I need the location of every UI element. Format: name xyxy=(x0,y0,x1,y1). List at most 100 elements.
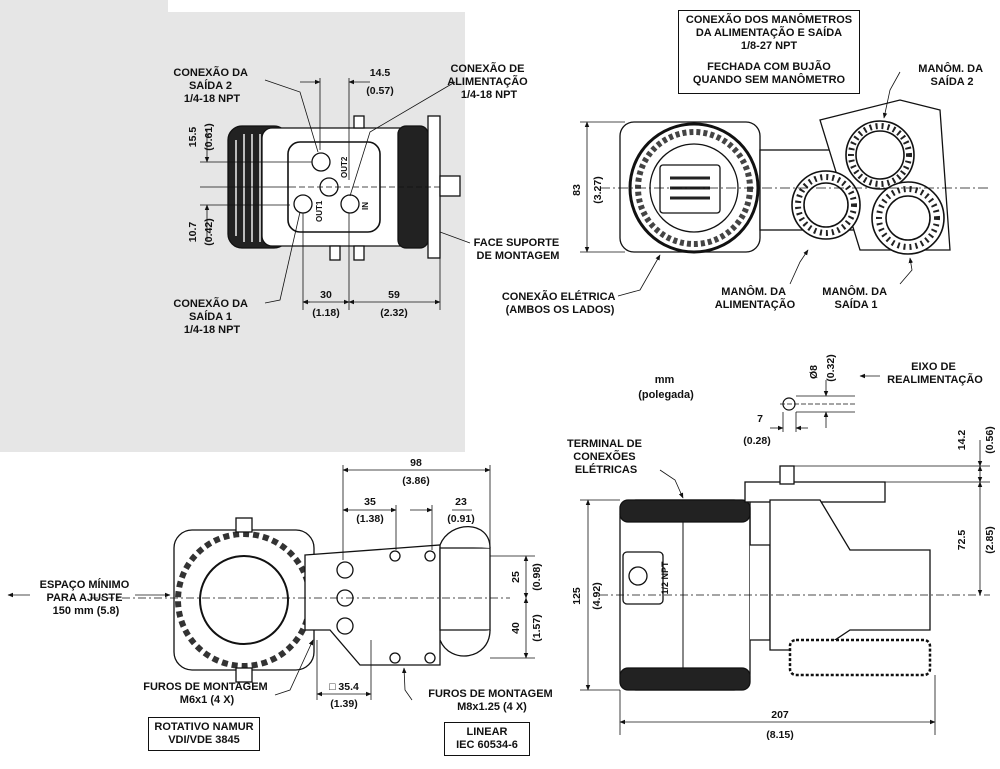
eixo-detail xyxy=(770,373,880,432)
namur-l2: VDI/VDE 3845 xyxy=(168,734,240,746)
dim-207-in: (8.15) xyxy=(766,729,793,741)
saida1-l3: 1/4-18 NPT xyxy=(184,324,241,336)
alim-l3: 1/4-18 NPT xyxy=(461,89,518,101)
ms2-l2: SAÍDA 2 xyxy=(931,75,974,88)
furos-m6-label: FUROS DE MONTAGEM M6x1 (4 X) xyxy=(143,681,271,706)
dim-15-5: 15.5 xyxy=(187,127,199,148)
saida1-l2: SAÍDA 1 xyxy=(189,310,232,323)
face-l2: DE MONTAGEM xyxy=(477,250,560,262)
top-left-dim-lines xyxy=(200,78,471,310)
dim-30: 30 xyxy=(320,289,332,301)
saida2-l2: SAÍDA 2 xyxy=(189,79,232,92)
m8-l2: M8x1.25 (4 X) xyxy=(457,701,527,713)
ce-l2: (AMBOS OS LADOS) xyxy=(506,304,615,316)
eixo-label: EIXO DE REALIMENTAÇÃO xyxy=(887,361,983,386)
dim-15-5-in: (0.61) xyxy=(203,123,215,150)
term-l3: ELÉTRICAS xyxy=(575,463,637,476)
dim-35-4: □ 35.4 xyxy=(329,681,359,693)
alim-l1: CONEXÃO DE xyxy=(450,62,524,75)
dim-59: 59 xyxy=(388,289,400,301)
dim-d8-in: (0.32) xyxy=(825,354,837,381)
dim-35-4-in: (1.39) xyxy=(330,698,357,710)
dim-25: 25 xyxy=(510,571,522,583)
furos-m8-label: FUROS DE MONTAGEM M8x1.25 (4 X) xyxy=(428,688,556,713)
conexao-eletrica-label: CONEXÃO ELÉTRICA (AMBOS OS LADOS) xyxy=(502,290,618,316)
manom-saida2-label: MANÔM. DA SAÍDA 2 xyxy=(918,62,985,88)
alimentacao-label: CONEXÃO DE ALIMENTAÇÃO 1/4-18 NPT xyxy=(447,62,531,101)
m6-l2: M6x1 (4 X) xyxy=(180,694,235,706)
bottom-right-view xyxy=(600,465,990,691)
ms1-l1: MANÔM. DA xyxy=(822,285,887,298)
manom-alim-label: MANÔM. DA ALIMENTAÇÃO xyxy=(715,285,796,311)
note-line-5: QUANDO SEM MANÔMETRO xyxy=(692,74,846,86)
dim-30-in: (1.18) xyxy=(312,307,339,319)
top-right-view xyxy=(600,99,990,255)
dim-14-5: 14.5 xyxy=(370,67,391,79)
dim-72-5-in: (2.85) xyxy=(984,526,996,553)
dim-14-2: 14.2 xyxy=(956,430,968,451)
terminal-label: TERMINAL DE CONEXÕES ELÉTRICAS xyxy=(567,438,645,476)
note-line-4: FECHADA COM BUJÃO xyxy=(707,61,831,73)
ma-l1: MANÔM. DA xyxy=(721,285,786,298)
units-label: mm (polegada) xyxy=(638,374,694,401)
dim-72-5: 72.5 xyxy=(956,530,968,551)
dim-14-5-in: (0.57) xyxy=(366,85,393,97)
dim-23-in: (0.91) xyxy=(447,513,474,525)
thread-label: 1/2 NPT xyxy=(660,561,670,595)
m8-l1: FUROS DE MONTAGEM xyxy=(428,688,552,700)
dim-98-in: (3.86) xyxy=(402,475,429,487)
ms1-l2: SAÍDA 1 xyxy=(835,298,878,311)
bottom-right-dim-lines xyxy=(580,440,990,735)
namur-box: ROTATIVO NAMUR VDI/VDE 3845 xyxy=(148,717,260,751)
ce-l1: CONEXÃO ELÉTRICA xyxy=(502,290,616,303)
units-l2: (polegada) xyxy=(638,389,694,401)
term-l2: CONEXÕES xyxy=(573,450,635,463)
dim-98: 98 xyxy=(410,457,422,469)
dim-83: 83 xyxy=(571,184,583,196)
face-l1: FACE SUPORTE xyxy=(474,237,560,249)
units-l1: mm xyxy=(655,374,675,386)
dim-10-7-in: (0.42) xyxy=(203,218,215,245)
dim-125: 125 xyxy=(571,587,583,605)
eixo-l2: REALIMENTAÇÃO xyxy=(887,373,983,386)
dim-207: 207 xyxy=(771,709,789,721)
alim-l2: ALIMENTAÇÃO xyxy=(447,75,528,88)
top-left-view xyxy=(227,115,461,261)
esp-l1: ESPAÇO MÍNIMO xyxy=(40,578,130,591)
top-right-dim-lines xyxy=(580,71,914,297)
note-line-3: 1/8-27 NPT xyxy=(740,40,798,52)
note-spacer xyxy=(679,53,859,61)
saida2-l1: CONEXÃO DA xyxy=(173,66,248,79)
dim-25-in: (0.98) xyxy=(531,563,543,590)
note-line-1: CONEXÃO DOS MANÔMETROS xyxy=(685,14,853,26)
note-line-2: DA ALIMENTAÇÃO E SAÍDA xyxy=(695,27,843,39)
saida2-label: CONEXÃO DA SAÍDA 2 1/4-18 NPT xyxy=(173,66,250,105)
linear-l1: LINEAR xyxy=(466,726,508,738)
dim-125-in: (4.92) xyxy=(591,582,603,609)
dim-59-in: (2.32) xyxy=(380,307,407,319)
espaco-label: ESPAÇO MÍNIMO PARA AJUSTE 150 mm (5.8) xyxy=(40,578,133,617)
eixo-l1: EIXO DE xyxy=(911,361,956,373)
face-suporte-label: FACE SUPORTE DE MONTAGEM xyxy=(474,237,563,262)
saida1-label: CONEXÃO DA SAÍDA 1 1/4-18 NPT xyxy=(173,297,250,336)
dim-7-in: (0.28) xyxy=(743,435,770,447)
dim-10-7: 10.7 xyxy=(187,222,199,243)
term-l1: TERMINAL DE xyxy=(567,438,642,450)
bottom-left-view xyxy=(90,517,510,683)
saida1-l1: CONEXÃO DA xyxy=(173,297,248,310)
ma-l2: ALIMENTAÇÃO xyxy=(715,298,796,311)
dim-40-in: (1.57) xyxy=(531,614,543,641)
namur-l1: ROTATIVO NAMUR xyxy=(154,721,254,733)
port-out2: OUT2 xyxy=(340,156,349,178)
dim-23: 23 xyxy=(455,496,467,508)
port-in: IN xyxy=(361,202,370,210)
dim-d8: Ø8 xyxy=(808,365,820,379)
dim-35: 35 xyxy=(364,496,376,508)
m6-l1: FUROS DE MONTAGEM xyxy=(143,681,267,693)
port-out1: OUT1 xyxy=(315,200,324,222)
dim-14-2-in: (0.56) xyxy=(984,426,996,453)
linear-l2: IEC 60534-6 xyxy=(456,739,518,751)
dim-40: 40 xyxy=(510,622,522,634)
